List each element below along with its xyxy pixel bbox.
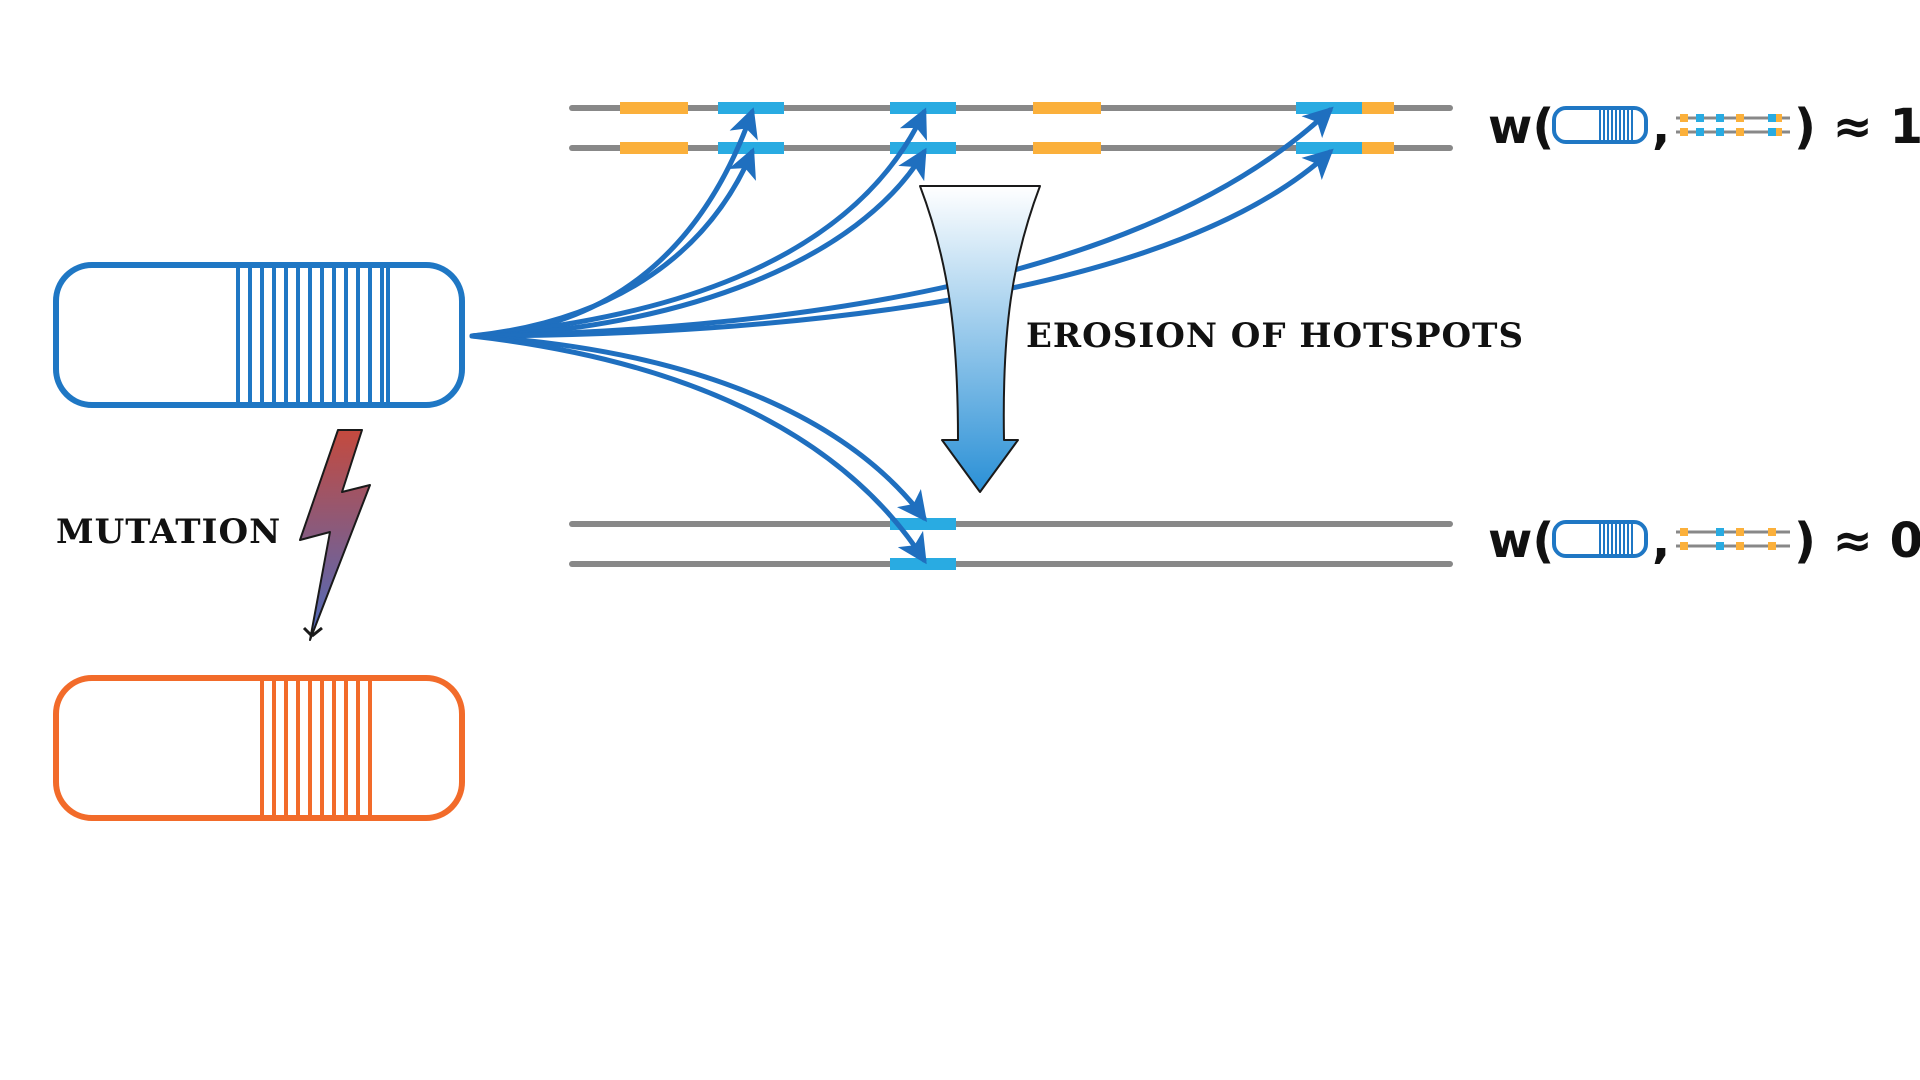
binding-site-orange (620, 142, 688, 154)
dna-bottom-pair (569, 518, 1453, 570)
formula-prefix: w( (1488, 513, 1554, 569)
binding-arrow (469, 147, 927, 339)
fitness-formula-high: w( , ) ≈ 1 (1488, 99, 1920, 155)
binding-site-orange (1362, 142, 1394, 154)
dna-top-pair (569, 102, 1453, 154)
prdm9-protein-original (53, 262, 465, 408)
formula-comma: , (1652, 513, 1670, 569)
formula-suffix: ) ≈ 0 (1794, 513, 1920, 569)
prdm9-mini-icon (1552, 106, 1648, 144)
binding-arrow (469, 147, 756, 339)
binding-arrow (469, 333, 928, 522)
binding-arrow (469, 107, 927, 339)
prdm9-mini-icon (1552, 520, 1648, 558)
binding-site-orange (1033, 142, 1101, 154)
formula-suffix: ) ≈ 1 (1794, 99, 1920, 155)
binding-site-orange (1033, 102, 1101, 114)
dna-mini-icon (1676, 528, 1790, 550)
erosion-label: EROSION OF HOTSPOTS (1026, 316, 1524, 356)
zinc-finger-array (236, 268, 390, 402)
prdm9-protein-mutant (53, 675, 465, 821)
lightning-bolt-icon (299, 429, 371, 641)
erosion-arrow-icon (919, 185, 1041, 493)
fitness-formula-low: w( , ) ≈ 0 (1488, 513, 1920, 569)
dna-mini-icon (1676, 114, 1790, 136)
mutation-label: MUTATION (56, 512, 281, 552)
formula-comma: , (1652, 99, 1670, 155)
formula-prefix: w( (1488, 99, 1554, 155)
binding-site-orange (1362, 102, 1394, 114)
zinc-finger-array-mutant (260, 681, 372, 815)
binding-arrow (469, 333, 927, 565)
binding-arrow (469, 148, 1334, 339)
binding-site-orange (620, 102, 688, 114)
